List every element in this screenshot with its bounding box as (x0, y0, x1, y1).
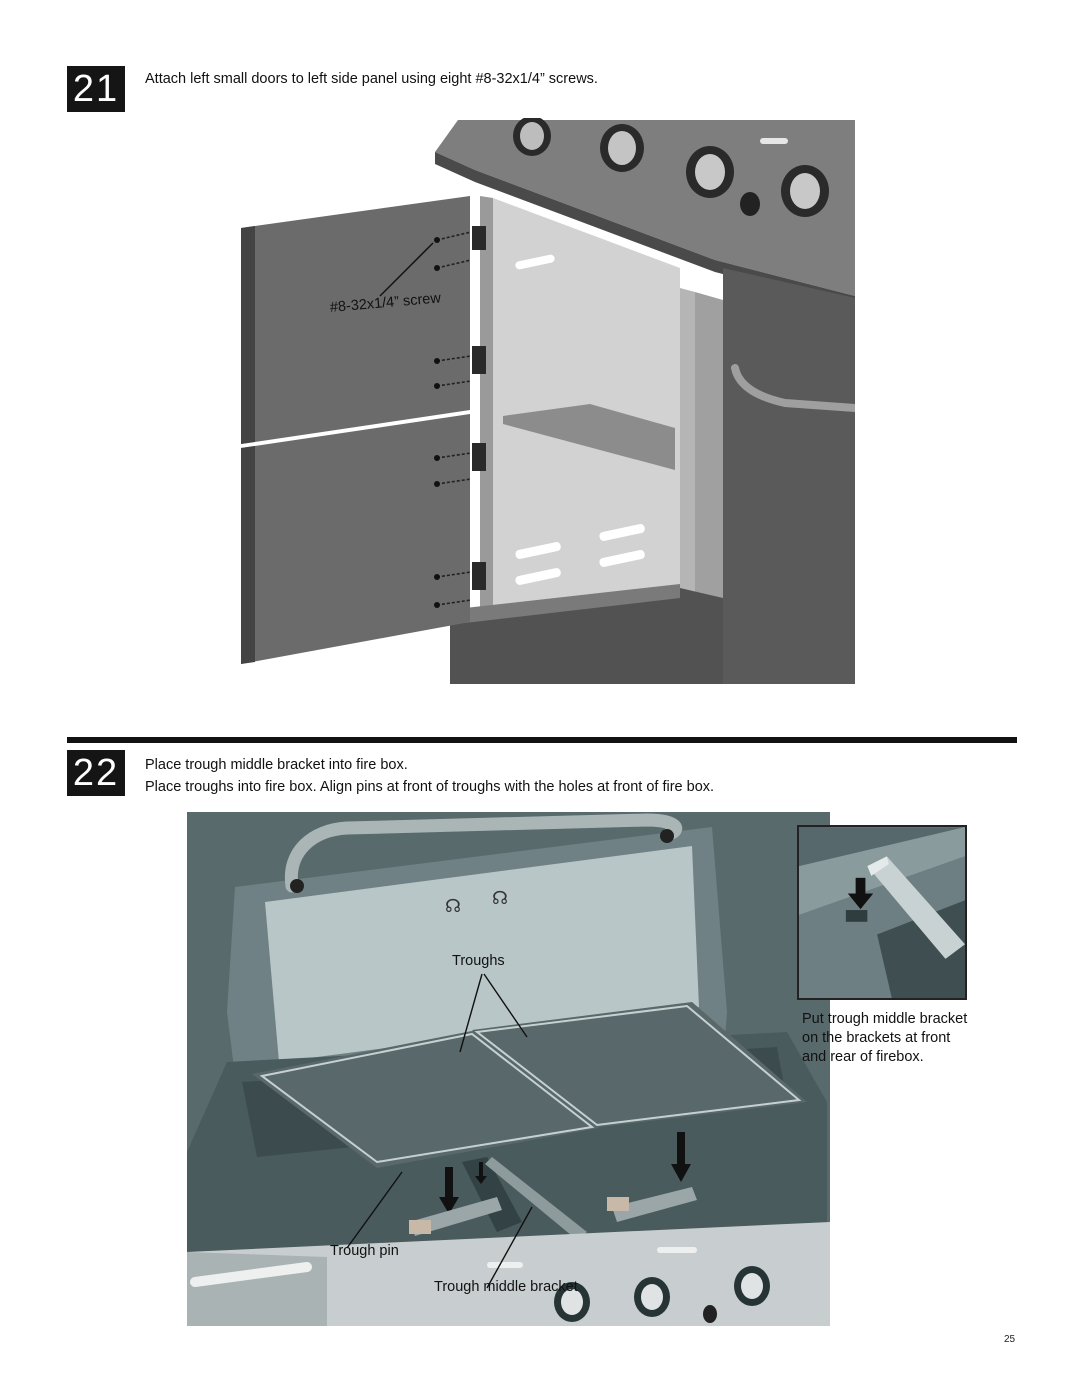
down-arrow-icon (847, 877, 874, 910)
igniter-button-icon (703, 1305, 717, 1323)
inset-caption: Put trough middle bracket on the bracket… (802, 1010, 1002, 1067)
step-21-instruction: Attach left small doors to left side pan… (145, 71, 598, 87)
igniter-button-icon (740, 192, 760, 216)
lid-handle-icon (284, 813, 683, 893)
control-knob-icon (513, 118, 551, 156)
section-divider (67, 737, 1017, 743)
step-22-illustration: ☊ ☊ (187, 812, 830, 1326)
svg-text:☊: ☊ (445, 896, 461, 917)
step-number-22: 22 (67, 750, 125, 796)
inset-caption-line: Put trough middle bracket (802, 1011, 968, 1027)
inset-caption-line: on the brackets at front (802, 1030, 951, 1046)
step-22-instruction-2: Place troughs into fire box. Align pins … (145, 779, 715, 795)
step-number-21: 21 (67, 66, 125, 112)
control-knob-icon (781, 165, 829, 217)
step-22-instruction-1: Place trough middle bracket into fire bo… (145, 757, 408, 773)
svg-text:☊: ☊ (492, 888, 508, 909)
page-number: 25 (1004, 1334, 1016, 1345)
inset-caption-line: and rear of firebox. (802, 1049, 924, 1065)
door-handle-icon (731, 364, 855, 412)
control-knob-icon (686, 146, 734, 198)
bracket-detail-inset (797, 825, 967, 1000)
troughs-callout-label: Troughs (452, 953, 505, 969)
control-knob-icon (600, 124, 644, 172)
control-knob-icon (554, 1282, 590, 1322)
trough-pin-callout-label: Trough pin (330, 1243, 399, 1259)
screw-icon (434, 237, 440, 608)
trough-middle-bracket-callout-label: Trough middle bracket (434, 1279, 578, 1295)
step-21-illustration (241, 118, 855, 684)
control-knob-icon (734, 1266, 770, 1306)
control-knob-icon (634, 1277, 670, 1317)
